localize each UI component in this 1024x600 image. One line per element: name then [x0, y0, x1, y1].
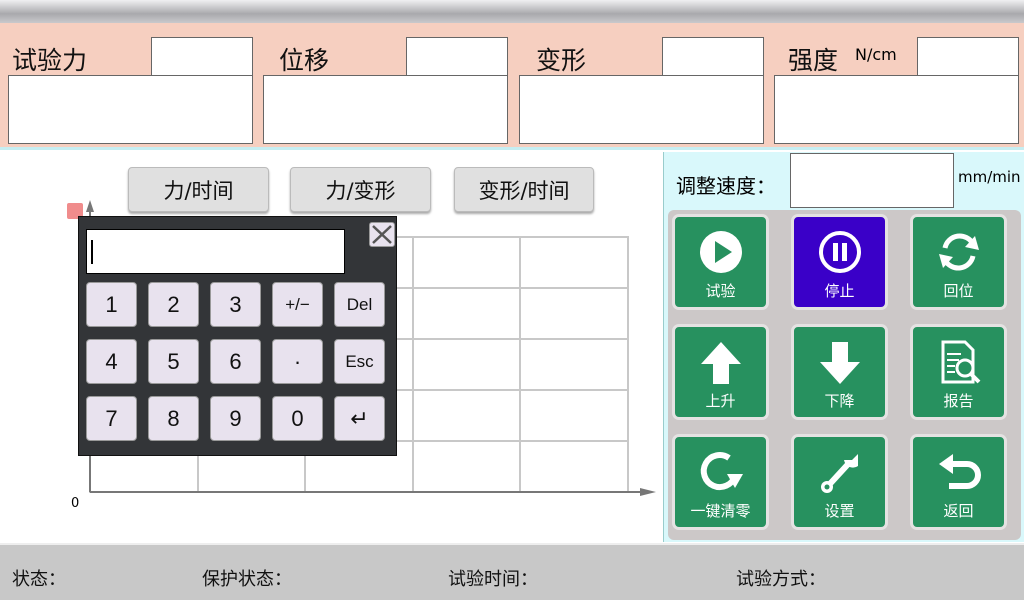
button-grid: 试验 停止 回位上升 下降 报告一键清零 设置 返回 [668, 210, 1021, 540]
return-button[interactable]: 返回 [910, 434, 1007, 530]
button-label: 试验 [705, 282, 736, 300]
key-3[interactable]: 3 [210, 282, 261, 327]
control-panel: 调整速度： mm/min 试验 停止 回位上升 下降 报告一键清零 设置 返回 [663, 152, 1024, 542]
status-bar: 状态： 保护状态： 试验时间： 试验方式： [0, 543, 1024, 600]
speed-input[interactable] [790, 153, 954, 208]
readout-panel: 试验力 位移 变形 强度 N/cm [0, 23, 1024, 150]
deformation-value-box [519, 75, 764, 144]
origin-label: 0 [71, 496, 80, 511]
reset-button[interactable]: 一键清零 [672, 434, 769, 530]
strength-unit-box[interactable] [917, 37, 1019, 76]
wrench-icon [820, 454, 858, 493]
force-unit-box[interactable] [151, 37, 253, 76]
key-5[interactable]: 5 [148, 339, 199, 384]
key-decimal[interactable]: · [272, 339, 323, 384]
force-value-box [8, 75, 253, 144]
arrow-up-button[interactable]: 上升 [672, 324, 769, 420]
keypad-input[interactable] [86, 229, 345, 274]
speed-label: 调整速度： [676, 174, 776, 198]
reset-icon [700, 452, 743, 491]
strength-label: 强度 [788, 46, 839, 75]
key-9[interactable]: 9 [210, 396, 261, 441]
key-1[interactable]: 1 [86, 282, 137, 327]
tab-deformation-time[interactable]: 变形/时间 [454, 167, 594, 212]
wrench-button[interactable]: 设置 [791, 434, 888, 530]
button-label: 停止 [824, 282, 855, 300]
close-icon [372, 225, 392, 244]
protection-status-label: 保护状态： [202, 569, 292, 590]
report-icon [941, 340, 980, 384]
readout-force: 试验力 [0, 23, 1024, 150]
refresh-button[interactable]: 回位 [910, 214, 1007, 310]
button-label: 返回 [943, 502, 974, 520]
pause-icon [818, 231, 861, 273]
test-time-label: 试验时间： [448, 569, 538, 590]
x-axis-arrow-icon [640, 488, 656, 496]
tab-force-time[interactable]: 力/时间 [128, 167, 269, 212]
arrow-down-button[interactable]: 下降 [791, 324, 888, 420]
return-icon [938, 454, 981, 489]
key-0[interactable]: 0 [272, 396, 323, 441]
button-label: 上升 [705, 392, 736, 410]
key-4[interactable]: 4 [86, 339, 137, 384]
y-axis-arrow-icon [86, 200, 94, 212]
play-icon [699, 231, 742, 273]
strength-value-box [774, 75, 1019, 144]
key-7[interactable]: 7 [86, 396, 137, 441]
refresh-icon [938, 233, 979, 271]
keyboard-icon [67, 203, 83, 219]
tab-force-deformation[interactable]: 力/变形 [290, 167, 431, 212]
displacement-unit-box[interactable] [406, 37, 508, 76]
key-plus-minus[interactable]: +/− [272, 282, 323, 327]
test-mode-label: 试验方式： [736, 569, 826, 590]
key-enter[interactable]: ↵ [334, 396, 385, 441]
force-label: 试验力 [12, 46, 88, 75]
speed-unit: mm/min [958, 168, 1021, 186]
button-label: 设置 [824, 502, 855, 520]
play-button[interactable]: 试验 [672, 214, 769, 310]
displacement-label: 位移 [279, 46, 330, 75]
pause-button[interactable]: 停止 [791, 214, 888, 310]
key-2[interactable]: 2 [148, 282, 199, 327]
button-label: 回位 [943, 282, 974, 300]
status-label: 状态： [12, 569, 66, 590]
arrow-up-icon [700, 342, 741, 384]
button-label: 一键清零 [690, 502, 751, 520]
button-label: 下降 [824, 392, 855, 410]
key-escape[interactable]: Esc [334, 339, 385, 384]
strength-unit: N/cm [855, 45, 897, 64]
report-button[interactable]: 报告 [910, 324, 1007, 420]
deformation-label: 变形 [536, 46, 587, 75]
key-6[interactable]: 6 [210, 339, 261, 384]
title-bar [0, 0, 1024, 23]
displacement-value-box [263, 75, 508, 144]
arrow-down-icon [819, 342, 860, 384]
key-delete[interactable]: Del [334, 282, 385, 327]
button-label: 报告 [943, 392, 974, 410]
deformation-unit-box[interactable] [662, 37, 764, 76]
close-button[interactable] [369, 222, 395, 247]
key-8[interactable]: 8 [148, 396, 199, 441]
